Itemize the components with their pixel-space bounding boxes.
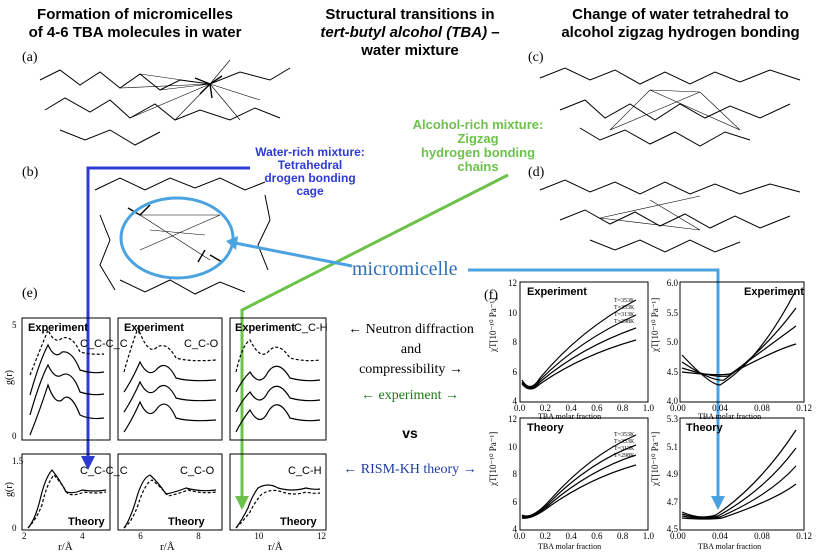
panel-label-f: (f) bbox=[484, 288, 498, 303]
molecule-c bbox=[539, 67, 801, 147]
molecule-d bbox=[539, 179, 801, 253]
gr-exp-title-3: Experiment bbox=[235, 322, 295, 334]
gr-xlabel-3: r/Å bbox=[268, 541, 283, 553]
gr-frames bbox=[21, 317, 327, 531]
vs-text: vs bbox=[402, 425, 418, 441]
gr-yticks-top: 0 bbox=[12, 431, 17, 441]
chi-xlabel-1: TBA molar fraction bbox=[538, 412, 602, 421]
micromicelle-ellipse bbox=[119, 196, 235, 280]
gr-frame-th-1 bbox=[21, 453, 111, 531]
molecule-a bbox=[39, 59, 291, 146]
gr-exp-title-1: Experiment bbox=[28, 322, 88, 334]
gr-ytick-bottom-min: 0 bbox=[12, 523, 17, 533]
gr-pair-th-3: C_C-H bbox=[288, 465, 322, 477]
micromicelle-arrowhead-right bbox=[711, 496, 725, 510]
micromicelle-arrow-left bbox=[234, 241, 353, 268]
chi-xlabel-4: TBA molar fraction bbox=[698, 542, 762, 551]
gr-frame-th-2 bbox=[117, 453, 223, 531]
micromicelle-arrowhead-left bbox=[226, 236, 238, 250]
panel-label-e: (e) bbox=[22, 286, 38, 301]
gr-pair-exp-3: C_C-H bbox=[294, 322, 328, 334]
chi-ylabel-3: χT[10⁻¹⁰ Pa⁻¹] bbox=[488, 431, 498, 486]
gr-th-title-1: Theory bbox=[68, 516, 105, 528]
panel-label-b: (b) bbox=[22, 165, 39, 180]
chi-title-2: Experiment bbox=[744, 286, 804, 298]
panel-label-a: (a) bbox=[22, 50, 38, 65]
water-rich-arrowhead bbox=[81, 456, 95, 470]
gr-pair-exp-1: C_C-C_C bbox=[80, 338, 128, 350]
chi-frame-exp-narrow bbox=[679, 281, 805, 403]
gr-ytick-bottom-max: 1.5 bbox=[12, 456, 24, 466]
gr-frame-exp-1 bbox=[21, 317, 111, 441]
gr-theory-curves bbox=[27, 469, 321, 529]
panel-label-d: (d) bbox=[528, 165, 545, 180]
gr-xlabel-2: r/Å bbox=[160, 541, 175, 553]
gr-frame-th-3 bbox=[229, 453, 327, 531]
rism-text: ← RISM-KH theory → bbox=[343, 462, 477, 477]
water-rich-arrow bbox=[86, 166, 250, 462]
chi-frame-th-narrow bbox=[679, 417, 805, 531]
chi-title-1: Experiment bbox=[527, 286, 587, 298]
gr-xlabel-1: r/Å bbox=[58, 541, 73, 553]
chi-ylabel-1: χT[10⁻¹⁰ Pa⁻¹] bbox=[488, 297, 498, 352]
gr-exp-curves bbox=[29, 326, 321, 436]
gr-pair-th-2: C_C-O bbox=[180, 465, 215, 477]
chi-curves bbox=[521, 289, 797, 520]
gr-pair-exp-2: C_C-O bbox=[184, 338, 219, 350]
chi-frame-th-wide bbox=[519, 417, 649, 531]
gr-exp-title-2: Experiment bbox=[124, 322, 184, 334]
panel-label-c: (c) bbox=[528, 50, 544, 65]
gr-th-title-2: Theory bbox=[168, 516, 205, 528]
alcohol-rich-arrow bbox=[240, 173, 509, 502]
chi-frames bbox=[519, 281, 805, 531]
gr-th-title-3: Theory bbox=[280, 516, 317, 528]
chi-xlabel-2: TBA molar fraction bbox=[698, 412, 762, 421]
gr-frame-exp-3 bbox=[229, 317, 327, 441]
micromicelle-arrow-right bbox=[468, 268, 720, 502]
alcohol-rich-arrowhead bbox=[235, 496, 249, 510]
gr-pair-th-1: C_C-C_C bbox=[80, 465, 128, 477]
gr-ytick-top-max: 5 bbox=[12, 320, 17, 330]
chi-xlabel-3: TBA molar fraction bbox=[538, 542, 602, 551]
micromicelle-label: micromicelle bbox=[352, 258, 458, 280]
experiment-text: ← experiment → bbox=[361, 388, 459, 403]
chi-title-4: Theory bbox=[686, 422, 723, 434]
gr-frame-exp-2 bbox=[117, 317, 223, 441]
chi-frame-exp-wide bbox=[519, 281, 649, 403]
chi-title-3: Theory bbox=[527, 422, 564, 434]
